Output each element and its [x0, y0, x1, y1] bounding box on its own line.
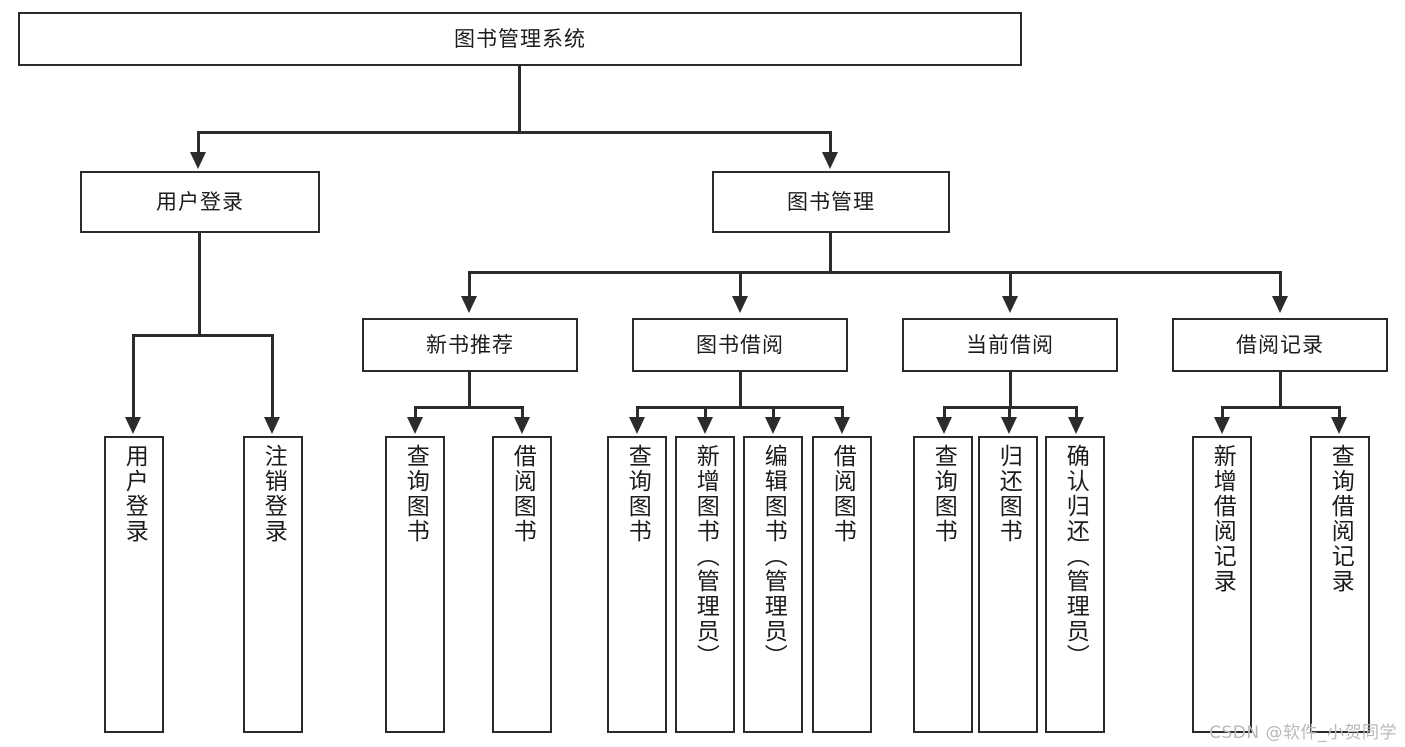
- node-label: 用户登录: [121, 444, 148, 544]
- connector-root-stem: [518, 66, 521, 132]
- connector-user-login-bus: [132, 334, 274, 337]
- connector-book-management-bus: [468, 271, 1280, 274]
- arrow-bm-to-current-borrow: [1002, 296, 1018, 313]
- node-book-borrow[interactable]: 图书借阅: [632, 318, 848, 372]
- node-label: 查询图书: [930, 444, 957, 544]
- connector-br-bus: [1221, 406, 1340, 409]
- connector-book-management-stem: [829, 233, 832, 273]
- leaf-book-borrow-2[interactable]: 编辑图书（管理员）: [743, 436, 803, 733]
- arrow-user-login-to-leaf-0: [125, 417, 141, 434]
- csdn-watermark: CSDN @软件_小贺同学: [1209, 723, 1397, 743]
- connector-cb-stem: [1009, 372, 1012, 408]
- node-label: 借阅图书: [829, 444, 856, 544]
- connector-nbr-to-leaf-1: [521, 406, 524, 418]
- arrow-nbr-to-leaf-1: [514, 417, 530, 434]
- connector-cb-to-leaf-1: [1008, 406, 1011, 418]
- leaf-book-borrow-0[interactable]: 查询图书: [607, 436, 667, 733]
- arrow-nbr-to-leaf-0: [407, 417, 423, 434]
- connector-bb-to-leaf-2: [772, 406, 775, 418]
- leaf-book-borrow-3[interactable]: 借阅图书: [812, 436, 872, 733]
- leaf-borrow-record-1[interactable]: 查询借阅记录: [1310, 436, 1370, 733]
- connector-bm-to-new-book: [468, 271, 471, 297]
- leaf-new-book-recommend-0[interactable]: 查询图书: [385, 436, 445, 733]
- arrow-br-to-leaf-0: [1214, 417, 1230, 434]
- connector-root-to-book-management: [829, 131, 832, 153]
- arrow-user-login-to-leaf-1: [264, 417, 280, 434]
- connector-bb-bus: [636, 406, 843, 409]
- leaf-current-borrow-1[interactable]: 归还图书: [978, 436, 1038, 733]
- node-borrow-record[interactable]: 借阅记录: [1172, 318, 1388, 372]
- connector-root-bus: [197, 131, 831, 134]
- arrow-cb-to-leaf-1: [1001, 417, 1017, 434]
- connector-user-login-to-leaf-0: [132, 334, 135, 418]
- connector-bb-stem: [739, 372, 742, 408]
- node-label: 编辑图书（管理员）: [760, 444, 787, 669]
- connector-br-to-leaf-1: [1338, 406, 1341, 418]
- node-label: 图书管理系统: [454, 26, 586, 51]
- leaf-new-book-recommend-1[interactable]: 借阅图书: [492, 436, 552, 733]
- node-new-book-recommend[interactable]: 新书推荐: [362, 318, 578, 372]
- arrow-bb-to-leaf-0: [629, 417, 645, 434]
- node-current-borrow[interactable]: 当前借阅: [902, 318, 1118, 372]
- node-label: 借阅图书: [509, 444, 536, 544]
- node-label: 确认归还（管理员）: [1062, 444, 1089, 669]
- node-label: 查询图书: [624, 444, 651, 544]
- arrow-br-to-leaf-1: [1331, 417, 1347, 434]
- node-user-login[interactable]: 用户登录: [80, 171, 320, 233]
- connector-nbr-bus: [414, 406, 524, 409]
- arrow-cb-to-leaf-0: [936, 417, 952, 434]
- node-label: 新增借阅记录: [1209, 444, 1236, 594]
- node-label: 查询图书: [402, 444, 429, 544]
- connector-br-to-leaf-0: [1221, 406, 1224, 418]
- node-label: 新书推荐: [426, 332, 514, 357]
- arrow-bb-to-leaf-1: [697, 417, 713, 434]
- arrow-bb-to-leaf-3: [834, 417, 850, 434]
- node-root-book-management-system[interactable]: 图书管理系统: [18, 12, 1022, 66]
- leaf-book-borrow-1[interactable]: 新增图书（管理员）: [675, 436, 735, 733]
- connector-nbr-stem: [468, 372, 471, 408]
- arrow-bm-to-borrow-record: [1272, 296, 1288, 313]
- connector-br-stem: [1279, 372, 1282, 408]
- leaf-current-borrow-2[interactable]: 确认归还（管理员）: [1045, 436, 1105, 733]
- connector-cb-to-leaf-2: [1075, 406, 1078, 418]
- node-book-management[interactable]: 图书管理: [712, 171, 950, 233]
- connector-root-to-user-login: [197, 131, 200, 153]
- connector-bm-to-current-borrow: [1009, 271, 1012, 297]
- connector-user-login-stem: [198, 233, 201, 336]
- arrow-root-to-user-login: [190, 152, 206, 169]
- arrow-bm-to-new-book: [461, 296, 477, 313]
- arrow-bm-to-book-borrow: [732, 296, 748, 313]
- leaf-user-login-1[interactable]: 注销登录: [243, 436, 303, 733]
- connector-bm-to-book-borrow: [739, 271, 742, 297]
- node-label: 当前借阅: [966, 332, 1054, 357]
- node-label: 用户登录: [156, 189, 244, 214]
- leaf-borrow-record-0[interactable]: 新增借阅记录: [1192, 436, 1252, 733]
- leaf-current-borrow-0[interactable]: 查询图书: [913, 436, 973, 733]
- connector-bb-to-leaf-0: [636, 406, 639, 418]
- connector-bb-to-leaf-3: [841, 406, 844, 418]
- node-label: 注销登录: [260, 444, 287, 544]
- node-label: 图书管理: [787, 189, 875, 214]
- arrow-bb-to-leaf-2: [765, 417, 781, 434]
- arrow-root-to-book-management: [822, 152, 838, 169]
- connector-bb-to-leaf-1: [704, 406, 707, 418]
- connector-user-login-to-leaf-1: [271, 334, 274, 418]
- leaf-user-login-0[interactable]: 用户登录: [104, 436, 164, 733]
- connector-bm-to-borrow-record: [1279, 271, 1282, 297]
- node-label: 图书借阅: [696, 332, 784, 357]
- connector-cb-to-leaf-0: [943, 406, 946, 418]
- node-label: 归还图书: [995, 444, 1022, 544]
- node-label: 新增图书（管理员）: [692, 444, 719, 669]
- node-label: 借阅记录: [1236, 332, 1324, 357]
- node-label: 查询借阅记录: [1327, 444, 1354, 594]
- connector-nbr-to-leaf-0: [414, 406, 417, 418]
- arrow-cb-to-leaf-2: [1068, 417, 1084, 434]
